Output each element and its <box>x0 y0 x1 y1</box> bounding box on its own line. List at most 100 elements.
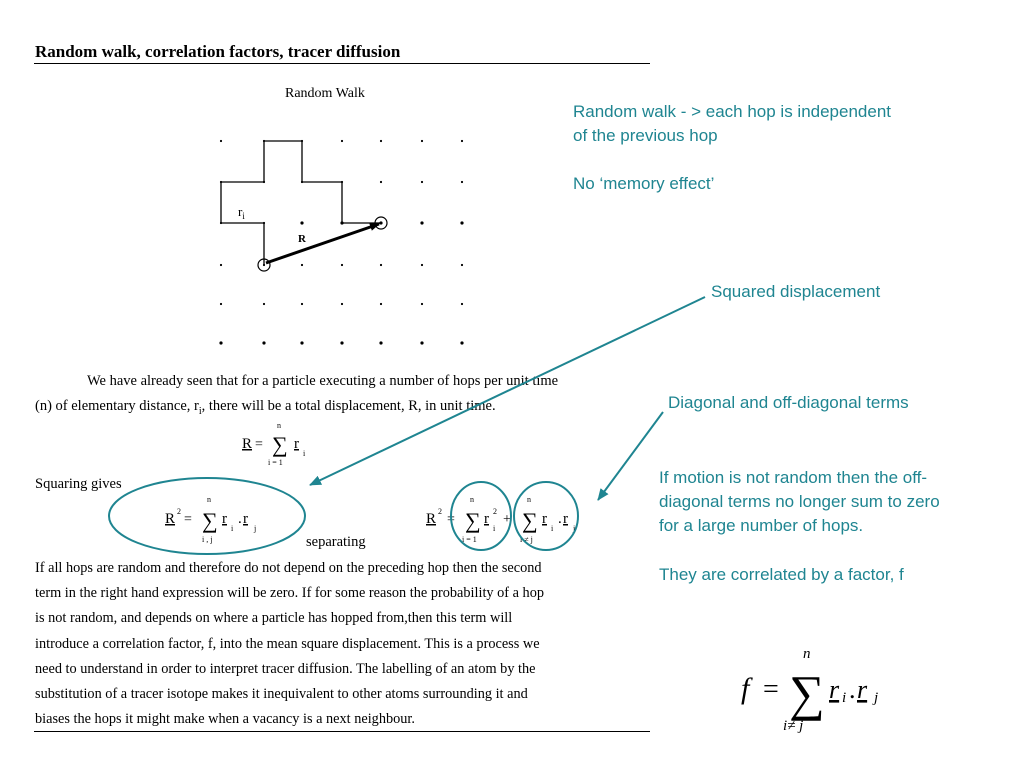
displacement-arrow <box>265 222 380 265</box>
lattice-dot <box>300 221 304 225</box>
lattice-dot <box>262 341 266 345</box>
lattice-dot <box>340 302 344 306</box>
squared-term-ellipse <box>108 477 306 555</box>
displacement-label: R <box>298 233 307 245</box>
svg-text:∑: ∑ <box>522 508 538 533</box>
lattice-dot <box>460 139 464 143</box>
svg-text:j: j <box>872 690 878 706</box>
lattice-dots <box>219 139 464 345</box>
not-random-note-line2: diagonal terms no longer sum to zero <box>659 492 940 511</box>
lattice-dot <box>420 302 424 306</box>
svg-text:i = 1: i = 1 <box>268 458 283 467</box>
not-random-note-line1: If motion is not random then the off- <box>659 468 928 487</box>
svg-text:i: i <box>551 524 554 533</box>
svg-text:r: r <box>294 436 299 452</box>
lattice-dot <box>420 139 424 143</box>
svg-text:r: r <box>222 511 227 527</box>
svg-text:i , j: i , j <box>202 535 212 544</box>
intro-line2: (n) of elementary distance, ri, there wi… <box>35 398 496 417</box>
lattice-dot <box>460 263 464 267</box>
svg-text:2: 2 <box>438 507 442 516</box>
walk-path <box>220 140 381 265</box>
svg-text:i ≠ j: i ≠ j <box>520 535 533 544</box>
start-point-circle <box>257 258 271 272</box>
off-diagonal-term-circle <box>513 481 579 551</box>
lattice-dot <box>379 302 383 306</box>
lattice-dot <box>420 341 424 345</box>
svg-text:∑: ∑ <box>202 508 218 533</box>
step-label: ri <box>238 204 245 221</box>
end-point-circle <box>374 216 388 230</box>
squared-equation: R 2 = n ∑ i , j r i . r j <box>165 495 256 544</box>
svg-text:.: . <box>558 511 562 527</box>
body-line: biases the hops it might make when a vac… <box>35 711 415 728</box>
lattice-dot <box>460 180 464 184</box>
svg-text:r: r <box>542 511 547 527</box>
lattice-dot <box>460 221 464 225</box>
svg-text:i = 1: i = 1 <box>462 535 477 544</box>
svg-text:R: R <box>242 436 252 452</box>
svg-text:r: r <box>243 511 248 527</box>
svg-text:r: r <box>829 675 840 704</box>
random-walk-note: Random walk - > each hop is independent … <box>573 100 891 148</box>
lattice-dot <box>219 263 223 267</box>
intro-line1: We have already seen that for a particle… <box>87 373 559 389</box>
not-random-note: If motion is not random then the off- di… <box>659 466 940 538</box>
body-line: introduce a correlation factor, f, into … <box>35 635 540 652</box>
body-line: substitution of a tracer isotope makes i… <box>35 686 528 703</box>
random-walk-figure: ri R <box>219 139 464 345</box>
svg-text:n: n <box>277 421 281 430</box>
bottom-rule <box>34 731 650 732</box>
body-paragraph: If all hops are random and therefore do … <box>35 556 655 732</box>
lattice-dot <box>460 302 464 306</box>
lattice-dot <box>340 139 344 143</box>
svg-text:+: + <box>503 512 511 527</box>
lattice-dot <box>460 341 464 345</box>
svg-text:j: j <box>253 524 256 533</box>
svg-text:=: = <box>255 437 263 452</box>
svg-text:r: r <box>563 511 568 527</box>
lattice-dot <box>340 263 344 267</box>
svg-text:r: r <box>857 675 868 704</box>
slide-title: Random walk, correlation factors, tracer… <box>35 42 401 61</box>
svg-text:n: n <box>803 646 811 662</box>
svg-text:=: = <box>763 674 779 705</box>
body-line: need to understand in order to interpret… <box>35 660 536 677</box>
body-line: is not random, and depends on where a pa… <box>35 610 513 627</box>
svg-text:i: i <box>493 524 496 533</box>
lattice-dot <box>340 341 344 345</box>
not-random-note-line3: for a large number of hops. <box>659 516 864 535</box>
displacement-equation: R = n ∑ i = 1 r i <box>242 421 306 467</box>
body-line: term in the right hand expression will b… <box>35 585 544 602</box>
svg-text:∑: ∑ <box>465 508 481 533</box>
lattice-dot <box>420 221 424 225</box>
diagonal-terms-arrow <box>597 411 664 501</box>
squared-displacement-arrow <box>309 296 706 486</box>
separating-label: separating <box>306 534 366 550</box>
lattice-dot <box>219 302 223 306</box>
svg-text:i≠ j: i≠ j <box>783 718 803 734</box>
svg-text:∑: ∑ <box>789 665 825 721</box>
svg-text:i: i <box>303 449 306 458</box>
diagonal-term-circle <box>450 481 512 551</box>
svg-text:.: . <box>849 675 856 704</box>
svg-text:R: R <box>426 511 436 527</box>
svg-text:i: i <box>231 524 234 533</box>
svg-text:j: j <box>572 524 575 533</box>
lattice-dot <box>379 180 383 184</box>
title-rule <box>34 63 650 64</box>
squaring-label: Squaring gives <box>35 476 122 492</box>
svg-text:i: i <box>842 690 846 706</box>
lattice-dot <box>420 180 424 184</box>
svg-text:=: = <box>184 512 192 527</box>
memory-effect-note: No ‘memory effect’ <box>573 174 715 193</box>
correlation-factor-note: They are correlated by a factor, f <box>659 565 904 584</box>
svg-text:f: f <box>741 672 753 705</box>
diagonal-terms-note: Diagonal and off-diagonal terms <box>668 393 909 412</box>
svg-text:n: n <box>207 495 211 504</box>
lattice-dot <box>420 263 424 267</box>
svg-text:.: . <box>238 511 242 527</box>
svg-text:2: 2 <box>177 507 181 516</box>
svg-text:R: R <box>165 511 175 527</box>
svg-text:r: r <box>484 511 489 527</box>
